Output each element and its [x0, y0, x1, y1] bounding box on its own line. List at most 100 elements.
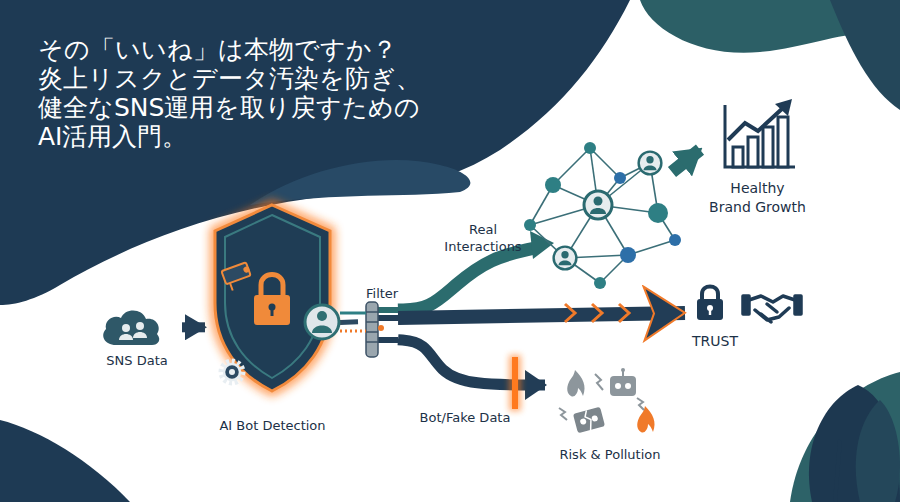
flame-icon — [637, 406, 654, 433]
tree-shape — [856, 400, 900, 502]
network-link — [620, 163, 650, 178]
network-dot — [669, 234, 681, 246]
network-dot — [648, 203, 668, 223]
lock-keyhole — [709, 309, 711, 315]
lock-shackle — [702, 287, 718, 301]
diagram-graphic — [230, 283, 233, 291]
diagram-node: AI Bot Detection — [205, 195, 340, 440]
person-body — [133, 332, 147, 338]
trend-line — [728, 107, 784, 140]
wire-line — [340, 312, 366, 315]
chevron-mark — [619, 304, 629, 322]
flow-connector — [398, 150, 700, 310]
person-ring — [305, 305, 339, 339]
spark-mark — [595, 374, 603, 390]
diagram-node: Healthy Brand Growth — [700, 95, 815, 225]
block-glow — [509, 355, 521, 411]
teal-blob — [830, 0, 900, 110]
person-icon — [639, 152, 662, 175]
flame-icon — [567, 370, 584, 397]
diagram-graphic — [243, 266, 251, 274]
person-body — [119, 334, 133, 340]
lock-body — [697, 299, 723, 320]
spark-mark — [637, 398, 644, 410]
network-link — [600, 255, 628, 283]
network-link — [650, 163, 658, 213]
node-label: Risk & Pollution — [545, 446, 675, 464]
person-body — [312, 326, 332, 334]
diagram-graphic — [221, 361, 243, 383]
network-link — [565, 205, 598, 258]
spark-mark — [559, 408, 567, 420]
network-link — [530, 185, 553, 225]
edge-label: Bot/Fake Data — [405, 410, 525, 427]
diagram-node: Filter — [358, 282, 398, 360]
network-dot — [620, 247, 636, 263]
flow-connector — [398, 340, 545, 385]
network-dot — [545, 177, 561, 193]
person-icon — [554, 247, 577, 270]
chart-bar — [748, 137, 758, 167]
camera-icon — [221, 262, 254, 292]
node-label: Healthy Brand Growth — [700, 179, 815, 217]
diagram-graphic — [761, 314, 771, 322]
network-link — [553, 185, 598, 205]
node-label: AI Bot Detection — [205, 417, 340, 435]
diagram-node: SNS Data — [92, 300, 182, 378]
network-link — [553, 148, 590, 185]
network-link — [598, 205, 628, 255]
chart-bar — [733, 147, 743, 167]
network-dot — [594, 277, 606, 289]
shield-glow — [215, 205, 330, 391]
diagram-graphic — [743, 296, 749, 314]
network-link — [598, 178, 620, 205]
network-link — [530, 225, 565, 258]
dark-blob — [0, 420, 130, 502]
cloud-icon — [103, 311, 159, 345]
person-icon — [584, 191, 612, 219]
tree-shape — [809, 385, 900, 502]
diagram-graphic — [749, 296, 795, 302]
network-links — [530, 148, 675, 283]
broken-robot-icon — [573, 407, 605, 434]
flow-connector — [340, 319, 358, 325]
node-label: Filter — [366, 285, 406, 303]
flow-connector — [398, 313, 685, 318]
flow-connector — [182, 322, 205, 332]
chart-axis — [725, 105, 795, 167]
chevron-mark — [565, 304, 575, 322]
diagram-graphic — [366, 331, 378, 333]
diagram-title: その「いいね」は本物ですか？ 炎上リスクとデータ汚染を防ぎ、 健全なSNS運用を… — [38, 35, 508, 151]
chart-bar — [763, 127, 773, 167]
network-dot — [584, 142, 596, 154]
trend-arrow — [775, 99, 792, 116]
person-head — [122, 324, 130, 332]
network-link — [530, 205, 598, 225]
block-bar — [512, 357, 518, 409]
padlock-shackle — [261, 275, 283, 298]
chevron-mark — [592, 304, 602, 322]
shield-outline — [215, 205, 330, 391]
arrow-head — [530, 231, 554, 259]
padlock-body — [254, 295, 290, 325]
diagram-graphic — [767, 304, 777, 312]
diagram-graphic — [584, 410, 594, 431]
diagram-graphic — [795, 296, 801, 314]
network-link — [590, 148, 620, 178]
handshake-icon — [743, 296, 801, 322]
diagram-graphic — [615, 383, 621, 389]
teal-blob — [790, 372, 900, 502]
network-link — [590, 148, 598, 205]
network-dot — [524, 219, 536, 231]
node-label: SNS Data — [92, 352, 182, 370]
diagram-graphic — [625, 383, 631, 389]
network-link — [565, 258, 600, 283]
network-link — [565, 255, 628, 258]
diagram-graphic — [366, 311, 378, 313]
person-head — [317, 311, 327, 321]
filter-stub — [378, 315, 398, 321]
network-link — [628, 240, 675, 255]
diagram-graphic — [224, 364, 240, 380]
